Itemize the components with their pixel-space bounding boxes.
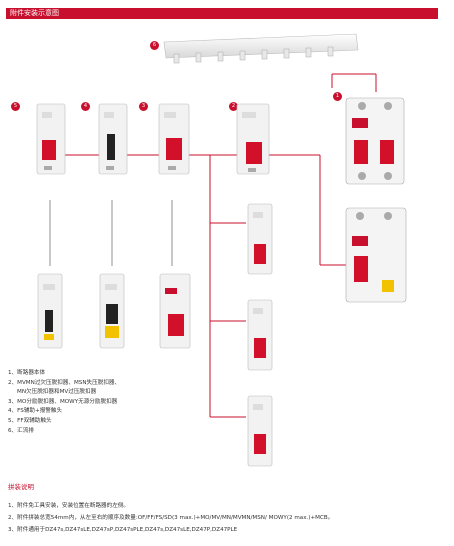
install-note: 2、附件拼装总宽54mm内，从左至右的顺序及数量:OF/FF/FS/SD(3 m… — [8, 515, 334, 521]
marker-1: 1 — [333, 92, 342, 101]
install-note: 3、附件通用于DZ47s,DZ47sLE,DZ47sP,DZ47sPLE,DZ4… — [8, 527, 238, 533]
legend-item: 3、MO分励脱扣器、MOWY无源分励脱扣器 — [8, 398, 118, 405]
install-note: 1、附件免工具安装，安装位置在断路器的左侧。 — [8, 503, 130, 509]
accessory-mo-module — [158, 103, 190, 175]
accessory-fs-module-b — [99, 273, 125, 349]
section-header: 附件安装示意图 — [6, 8, 438, 19]
busbar-image — [163, 33, 359, 64]
section-header-title: 附件安装示意图 — [10, 9, 59, 17]
legend-item: 5、FF双辅助触头 — [8, 417, 52, 424]
circuit-breaker-image — [345, 97, 405, 185]
rcbo-breaker-image — [345, 207, 407, 303]
accessory-mo-module-b — [159, 273, 191, 349]
accessory-mvmn-module — [236, 103, 270, 175]
accessory-msn-module — [247, 299, 273, 371]
accessory-fs-module — [98, 103, 128, 175]
accessory-ff-module — [36, 103, 66, 175]
marker-2: 2 — [229, 102, 238, 111]
legend-item: 4、FS辅助+报警触头 — [8, 408, 63, 415]
legend-item: 1、断路器本体 — [8, 370, 46, 376]
legend-item: MN欠压脱扣器和MV过压脱扣器 — [17, 389, 97, 396]
marker-4: 4 — [81, 102, 90, 111]
legend-list: 1、断路器本体 2、MVMN过欠压脱扣器、MSN失压脱扣器、 MN欠压脱扣器和M… — [8, 369, 120, 436]
legend-item: 2、MVMN过欠压脱扣器、MSN失压脱扣器、 — [8, 379, 121, 386]
legend-item: 6、汇流排 — [8, 427, 34, 434]
accessory-mvmn-module-2 — [247, 203, 273, 275]
accessory-ff-module-b — [37, 273, 63, 349]
install-notes: 1、附件免工具安装，安装位置在断路器的左侧。 2、附件拼装总宽54mm内，从左至… — [8, 500, 333, 536]
marker-6: 6 — [150, 41, 159, 50]
marker-3: 3 — [139, 102, 148, 111]
marker-5: 5 — [11, 102, 20, 111]
accessory-mn-module — [247, 395, 273, 467]
install-section-title: 拼装说明 — [8, 483, 34, 491]
